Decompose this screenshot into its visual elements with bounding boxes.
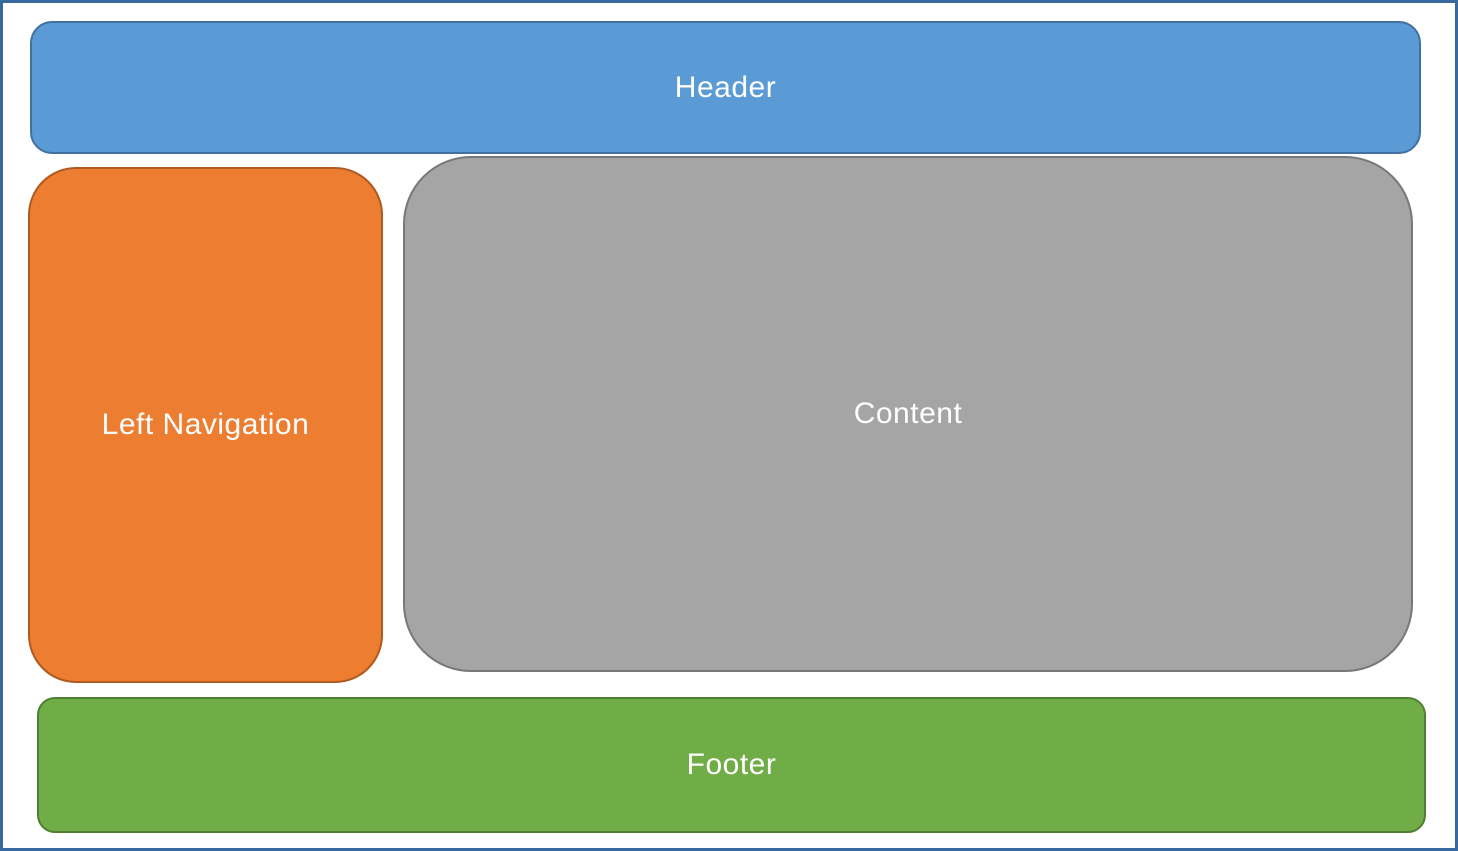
header-region-label: Header xyxy=(674,70,777,104)
footer-region-label: Footer xyxy=(686,748,777,781)
content-region: Content xyxy=(403,156,1413,672)
left-navigation-region: Left Navigation xyxy=(28,167,383,683)
left-navigation-region-label: Left Navigation xyxy=(101,408,310,441)
content-region-label: Content xyxy=(853,397,963,430)
header-region: Header xyxy=(30,21,1421,154)
footer-region: Footer xyxy=(37,697,1426,833)
